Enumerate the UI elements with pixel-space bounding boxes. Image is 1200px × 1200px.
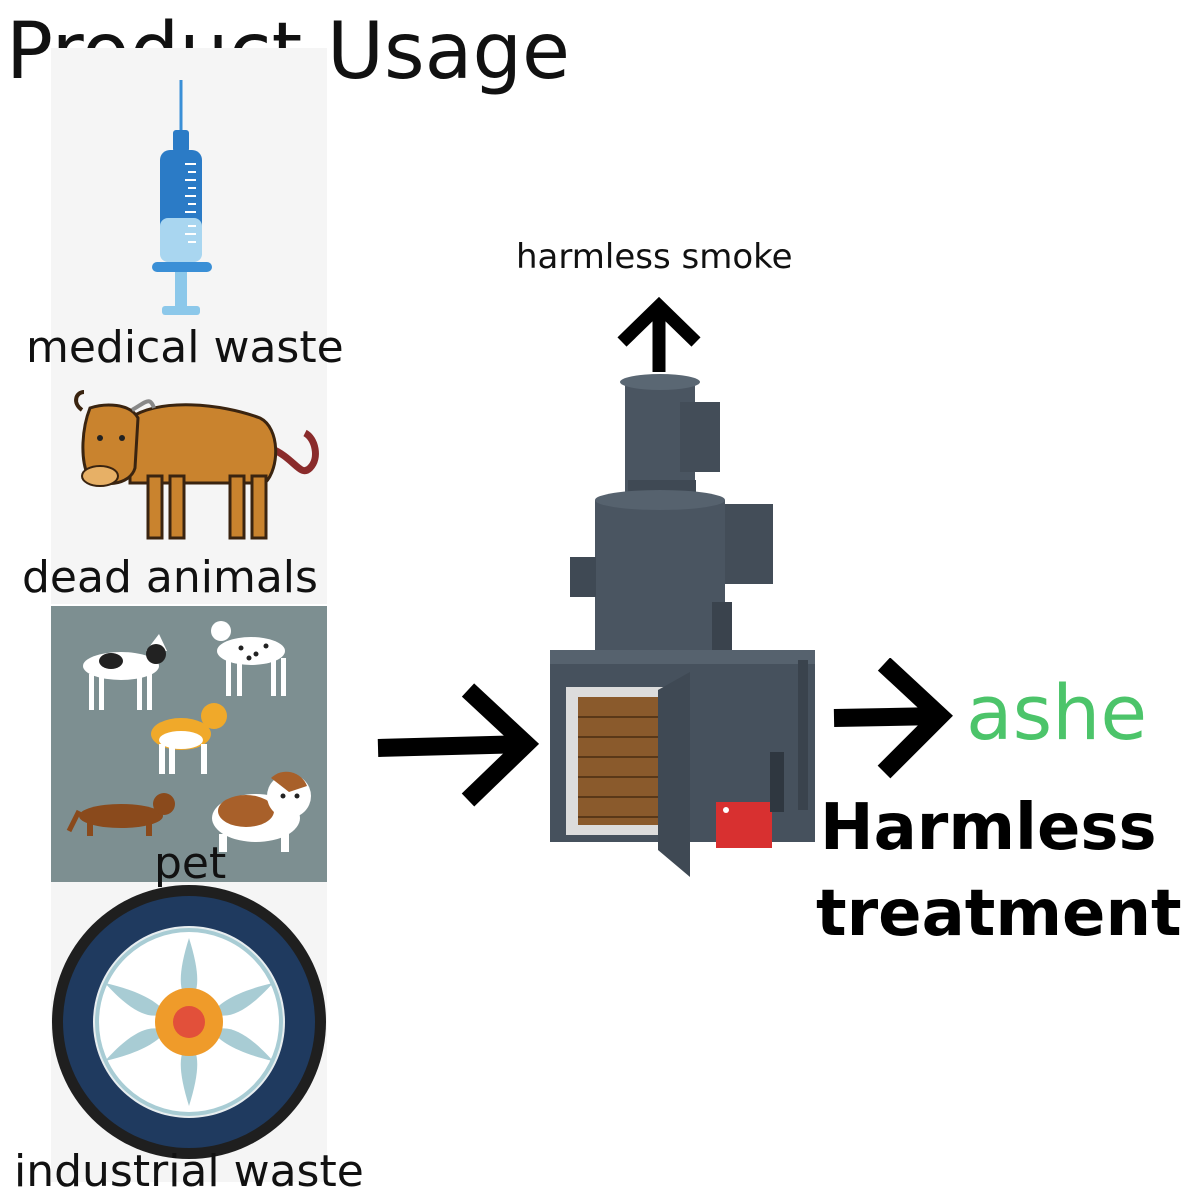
output-arrow-icon bbox=[832, 658, 954, 782]
label-medical-waste: medical waste bbox=[26, 322, 344, 373]
syringe-icon bbox=[140, 80, 230, 320]
incinerator-image bbox=[540, 372, 840, 902]
input-arrow-icon bbox=[376, 680, 546, 810]
smoke-arrow-icon bbox=[614, 292, 704, 372]
pet-panel bbox=[51, 606, 327, 882]
label-ashe: ashe bbox=[966, 668, 1148, 757]
dog-icon-1 bbox=[83, 634, 167, 710]
dog-icon-5 bbox=[212, 771, 311, 852]
dog-icon-2 bbox=[211, 621, 286, 696]
tire-icon bbox=[50, 883, 328, 1161]
label-industrial-waste: industrial waste bbox=[14, 1146, 364, 1197]
bull-icon bbox=[70, 388, 325, 548]
label-harmless: Harmless bbox=[820, 791, 1157, 865]
label-harmless-smoke: harmless smoke bbox=[516, 237, 793, 277]
label-pet: pet bbox=[154, 838, 227, 889]
dog-icon-4 bbox=[66, 793, 175, 836]
dog-icon-3 bbox=[151, 703, 227, 774]
label-dead-animals: dead animals bbox=[22, 552, 318, 603]
label-treatment: treatment bbox=[816, 877, 1182, 951]
